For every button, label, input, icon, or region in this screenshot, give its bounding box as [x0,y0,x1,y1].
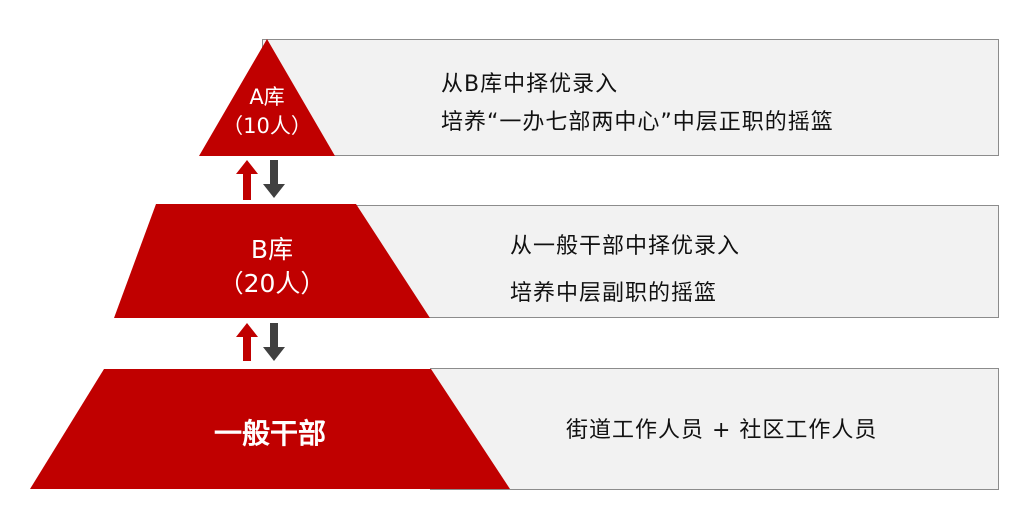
tier-base-title: 一般干部 [213,417,326,450]
tier-b-panel [354,205,999,318]
tier-a-subtitle: （10人） [222,114,312,138]
down-arrow-icon [263,160,285,198]
tier-a-title: A库 [249,85,285,109]
up-arrow-icon [236,160,258,200]
tier-b-title: B库 [250,235,294,264]
down-arrow-icon [263,323,285,361]
tier-base-shape [30,369,510,489]
tier-a-line-1: 从B库中择优录入 [441,72,619,97]
tier-a-shape [199,39,335,156]
tier-base-panel [430,368,999,490]
tier-b-line-1: 从一般干部中择优录入 [510,234,741,259]
arrows-a-b [236,160,285,200]
tier-b-line-2: 培养中层副职的摇篮 [510,281,718,306]
up-arrow-icon [236,323,258,361]
tier-b-subtitle: （20人） [218,269,326,298]
tier-b-shape [114,204,430,318]
tier-a-line-2: 培养“一办七部两中心”中层正职的摇篮 [441,110,834,135]
arrows-b-base [236,323,285,361]
tier-a-panel [262,39,999,156]
tier-base-line-1: 街道工作人员 + 社区工作人员 [566,418,878,443]
